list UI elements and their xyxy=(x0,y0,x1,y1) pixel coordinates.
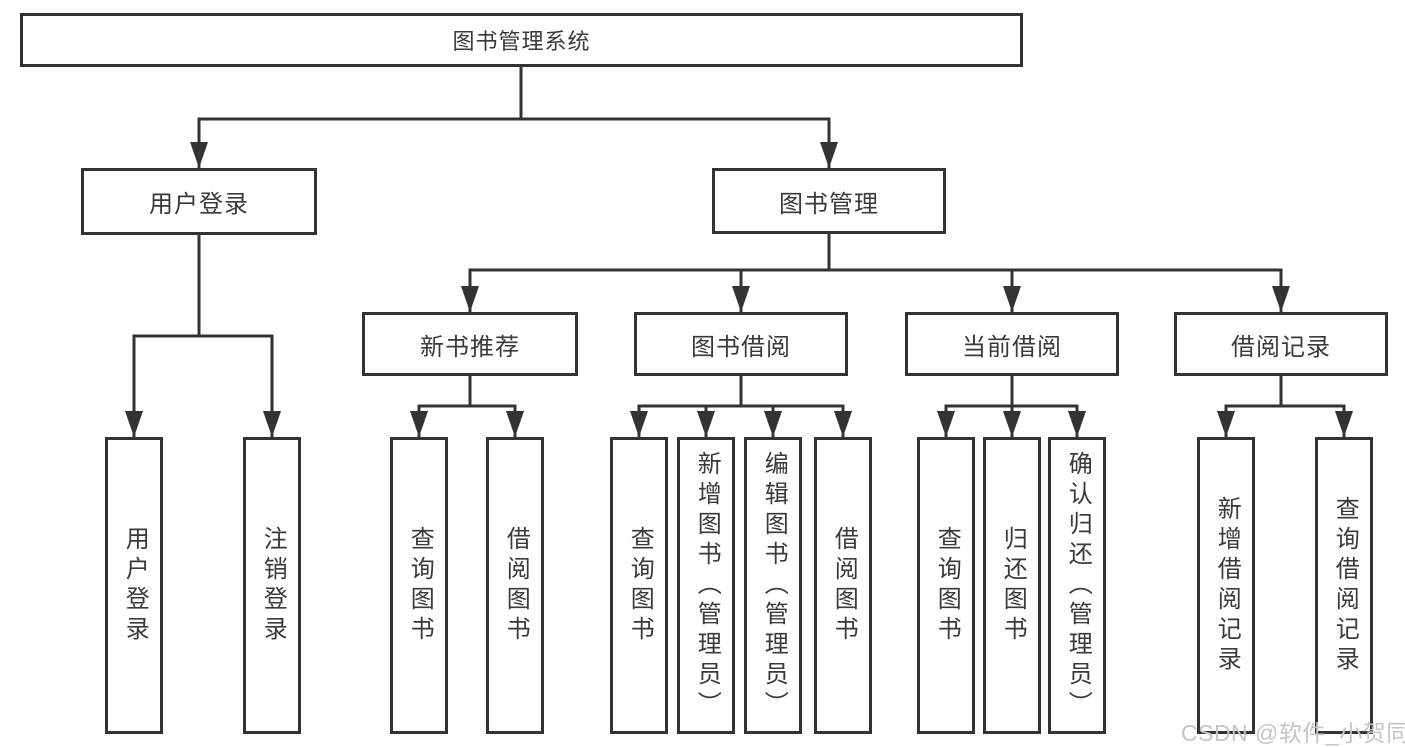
leaf-add-borrow-record: 新增借阅记录 xyxy=(1197,437,1255,734)
node-book-management: 图书管理 xyxy=(712,168,946,234)
node-borrow-records: 借阅记录 xyxy=(1174,312,1388,376)
leaf-user-login: 用户登录 xyxy=(105,437,163,734)
leaf-borrow-books-2: 借阅图书 xyxy=(814,437,872,734)
connector-borrow-branch xyxy=(630,404,852,437)
node-user-login: 用户登录 xyxy=(81,168,317,235)
leaf-query-books-1: 查询图书 xyxy=(390,437,448,734)
leaf-add-book-admin: 新增图书（管理员） xyxy=(677,437,735,734)
connector-records-branch xyxy=(1217,404,1353,437)
node-current-borrow: 当前借阅 xyxy=(905,312,1119,376)
leaf-query-borrow-record: 查询借阅记录 xyxy=(1315,437,1373,734)
leaf-query-books-2: 查询图书 xyxy=(610,437,668,734)
connector-newbook-branch xyxy=(410,404,524,437)
node-library-system: 图书管理系统 xyxy=(20,13,1023,67)
connector-root-branch xyxy=(190,117,838,168)
node-new-book-recommend: 新书推荐 xyxy=(362,312,578,376)
leaf-edit-book-admin: 编辑图书（管理员） xyxy=(744,437,802,734)
leaf-return-books: 归还图书 xyxy=(983,437,1041,734)
node-book-borrow: 图书借阅 xyxy=(634,312,848,376)
connector-userlogin-branch xyxy=(125,334,281,437)
watermark: CSDN @软件_小贺同学 xyxy=(1181,720,1405,746)
leaf-confirm-return-admin: 确认归还（管理员） xyxy=(1048,437,1106,734)
connector-bookmgmt-branch xyxy=(461,268,1290,312)
leaf-query-books-3: 查询图书 xyxy=(917,437,975,734)
leaf-borrow-books-1: 借阅图书 xyxy=(486,437,544,734)
leaf-logout: 注销登录 xyxy=(243,437,301,734)
